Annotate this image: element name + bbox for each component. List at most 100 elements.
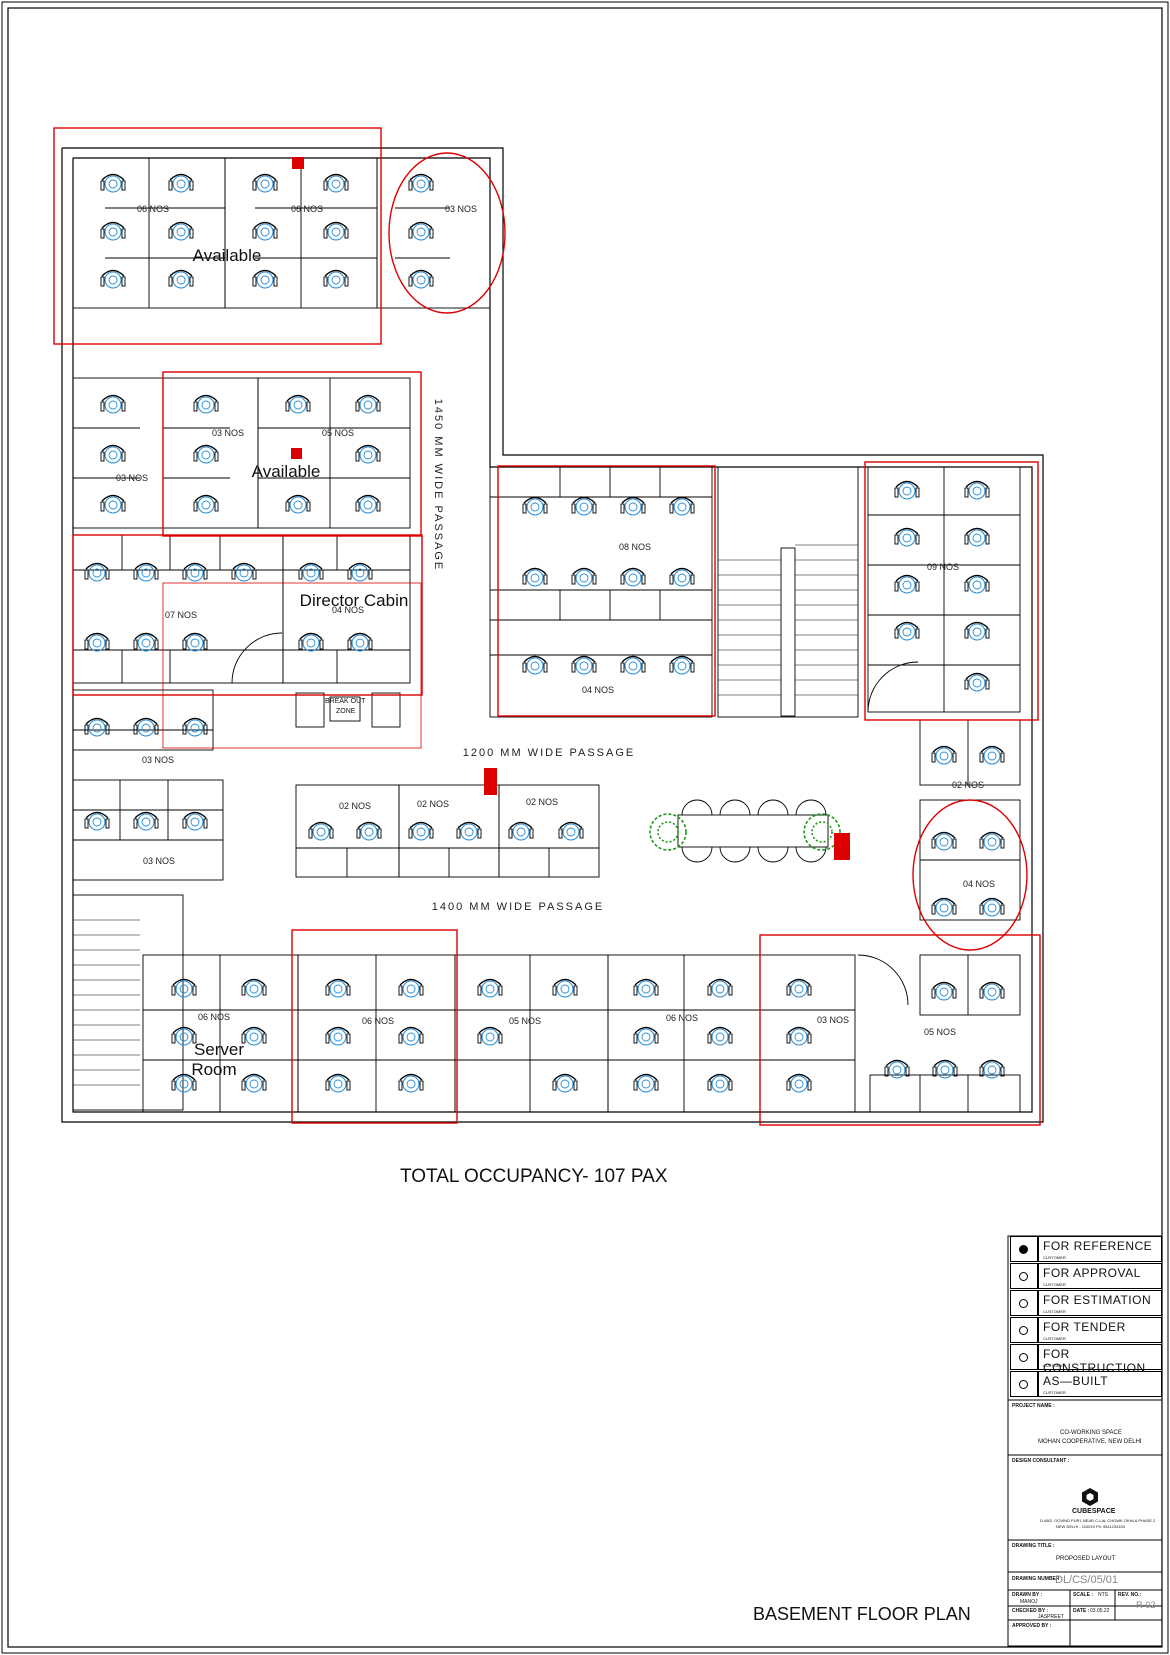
chair-icon: [398, 1073, 424, 1093]
chair-icon: [133, 811, 159, 831]
status-radio[interactable]: [1010, 1290, 1038, 1316]
zone-label: 04 NOS: [581, 685, 615, 695]
chair-icon: [241, 1026, 267, 1046]
chair-icon: [964, 527, 990, 547]
chair-icon: [571, 655, 597, 675]
chair-icon: [84, 632, 110, 652]
company-logo-icon: [1082, 1488, 1098, 1506]
zone-label: 06 NOS: [197, 1012, 231, 1022]
plant-icons: [649, 813, 841, 851]
zone-label: 02 NOS: [416, 799, 450, 809]
chair-icon: [408, 821, 434, 841]
chair-icon: [786, 1026, 812, 1046]
rev-label: REV. NO.:: [1118, 1592, 1142, 1598]
chair-icon: [552, 1073, 578, 1093]
chair-icon: [241, 1073, 267, 1093]
chair-icon: [571, 496, 597, 516]
chair-icon: [786, 1073, 812, 1093]
chair-icon: [356, 821, 382, 841]
status-radio[interactable]: [1010, 1263, 1038, 1289]
zone-label: 03 NOS: [211, 428, 245, 438]
date-value: 03.05.22: [1090, 1608, 1110, 1614]
radio-empty-icon: [1019, 1380, 1028, 1389]
chair-icon: [298, 632, 324, 652]
chair-icon: [182, 632, 208, 652]
room-label-director-cabin: Director Cabin: [299, 591, 409, 610]
zone-label: 03 NOS: [142, 856, 176, 866]
project-name-label: PROJECT NAME :: [1012, 1403, 1055, 1409]
zone-label: 06 NOS: [136, 204, 170, 214]
room-label-break-out: ZONE: [336, 708, 356, 715]
red-markers: [291, 157, 850, 860]
status-radio[interactable]: [1010, 1371, 1038, 1397]
chair-icon: [894, 574, 920, 594]
zone-label: 06 NOS: [665, 1013, 699, 1023]
chair-icon: [669, 496, 695, 516]
chair-icon: [133, 632, 159, 652]
zone-label: 06 NOS: [361, 1016, 395, 1026]
status-radio[interactable]: [1010, 1236, 1038, 1262]
drawing-name: BASEMENT FLOOR PLAN: [753, 1604, 971, 1624]
scale-value: NTS: [1098, 1592, 1108, 1598]
chair-icon: [633, 1026, 659, 1046]
chair-icon: [285, 494, 311, 514]
drawing-title-label: DRAWING TITLE :: [1012, 1543, 1055, 1549]
chair-icon: [182, 562, 208, 582]
drawn-by: MANOJ: [1020, 1599, 1038, 1605]
chair-icon: [931, 897, 957, 917]
chair-icon: [168, 221, 194, 241]
chair-icon: [193, 444, 219, 464]
chair-icon: [100, 444, 126, 464]
drawing-title: PROPOSED LAYOUT: [1056, 1556, 1116, 1562]
chair-icon: [408, 269, 434, 289]
zone-label: 03 NOS: [816, 1015, 850, 1025]
drawing-number: DL/CS/05/01: [1055, 1574, 1118, 1586]
room-label-server-room: Server: [193, 1040, 245, 1059]
chair-icon: [408, 173, 434, 193]
chair-icon: [964, 480, 990, 500]
zone-label: 04 NOS: [962, 879, 996, 889]
chair-icon: [669, 655, 695, 675]
chair-icon: [979, 981, 1005, 1001]
chair-icon: [84, 562, 110, 582]
chair-icon: [964, 672, 990, 692]
checked-by-label: CHECKED BY :: [1012, 1608, 1049, 1614]
chair-icon: [168, 269, 194, 289]
passage-label-middle: 1200 MM WIDE PASSAGE: [462, 747, 636, 759]
chair-icon: [979, 897, 1005, 917]
chair-icon: [456, 821, 482, 841]
zone-label: 07 NOS: [164, 610, 198, 620]
chair-icon: [133, 562, 159, 582]
chair-icon: [707, 978, 733, 998]
chair-icon: [707, 1026, 733, 1046]
chair-icon: [931, 831, 957, 851]
rev-value: R-02: [1136, 1600, 1156, 1610]
passage-label-lower: 1400 MM WIDE PASSAGE: [431, 901, 605, 913]
chair-icon: [252, 269, 278, 289]
chair-icon: [182, 717, 208, 737]
chair-icon: [347, 632, 373, 652]
room-label-available: Available: [251, 462, 321, 481]
radio-empty-icon: [1019, 1272, 1028, 1281]
chair-icon: [894, 621, 920, 641]
chair-icon: [323, 221, 349, 241]
date-label: DATE :: [1073, 1608, 1090, 1614]
chair-icon: [323, 269, 349, 289]
chair-icon: [633, 978, 659, 998]
chair-icon: [522, 567, 548, 587]
chair-icon: [477, 1026, 503, 1046]
chair-icon: [323, 173, 349, 193]
chair-icon: [252, 173, 278, 193]
chair-icon: [964, 621, 990, 641]
chair-icon: [571, 567, 597, 587]
chair-icon: [522, 496, 548, 516]
chair-icon: [558, 821, 584, 841]
status-radio[interactable]: [1010, 1317, 1038, 1343]
chair-icon: [171, 1073, 197, 1093]
company-address-1: D-68/2, GOVIND PURI, NEAR C-LAL CHOWK OK…: [1040, 1518, 1156, 1523]
status-radio[interactable]: [1010, 1344, 1038, 1370]
